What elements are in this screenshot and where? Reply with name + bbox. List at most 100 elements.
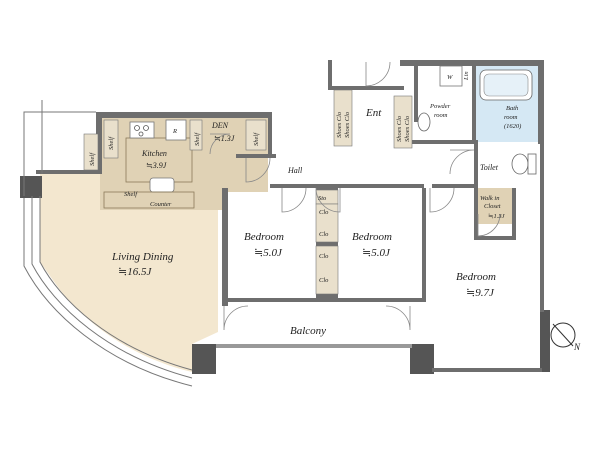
balcony-label: Balcony — [290, 325, 326, 337]
entrance-label: Ent — [365, 107, 382, 119]
door-swing — [365, 61, 391, 87]
toilet-bowl — [511, 153, 529, 175]
refrigerator-label: R — [172, 128, 177, 135]
kitchen-label: Kitchen — [141, 149, 167, 158]
window-curve — [23, 198, 193, 387]
bedroom-1-size: ≒5.0J — [254, 247, 283, 259]
closet-label: Clo — [319, 209, 329, 216]
balcony-floor — [222, 302, 412, 348]
bedroom-3-label: Bedroom — [456, 271, 496, 283]
shelf-label: Shelf — [89, 152, 96, 166]
wall — [236, 154, 276, 158]
bath-room-label-line1: Bath — [506, 105, 518, 112]
wall — [474, 236, 514, 240]
bedroom-2-floor — [338, 192, 422, 300]
wall — [432, 368, 542, 372]
door-swing — [449, 149, 475, 175]
powder-sink — [417, 112, 431, 132]
shoe-closet — [393, 95, 413, 149]
storage-label: Sto — [318, 195, 327, 202]
door-swing — [281, 187, 307, 213]
closet-label: Clo — [319, 253, 329, 260]
walkin-closet-floor — [476, 188, 514, 224]
wall — [222, 188, 228, 306]
shelf-label: Shelf — [194, 132, 201, 146]
walkin-closet-label: Walk in Closet — [480, 195, 501, 210]
door-swing — [223, 305, 249, 331]
walkin-closet-label-line2: Closet — [484, 203, 501, 210]
living-dining-floor — [40, 172, 218, 372]
bath-room-label-line3: (1620) — [504, 123, 521, 130]
closet-label: Clo — [319, 277, 329, 284]
wall — [270, 184, 424, 188]
door-swing — [477, 213, 501, 237]
bedroom-3-floor — [424, 190, 540, 372]
washer — [439, 65, 463, 87]
bathtub-inner — [483, 73, 529, 97]
burner — [138, 131, 144, 137]
shelf-unit — [189, 119, 203, 151]
bedroom-1-floor — [228, 192, 316, 300]
wall — [540, 140, 544, 312]
bedroom-2-size: ≒5.0J — [362, 247, 391, 259]
powder-room-label-line1: Powder — [429, 103, 451, 110]
wall — [36, 170, 102, 174]
wall — [400, 60, 544, 66]
door-swing — [429, 187, 455, 213]
bath-room-label-line2: room — [504, 114, 518, 121]
shelf-unit — [245, 119, 267, 151]
compass — [550, 322, 576, 348]
living-dining-label: Living Dining — [111, 251, 174, 263]
shelf-unit — [103, 119, 119, 159]
window-curve — [39, 196, 193, 371]
wall — [402, 140, 476, 144]
walkin-closet-label-line1: Walk in — [480, 195, 499, 202]
wall — [432, 184, 476, 188]
shoes-closet-label: Shoes Clo — [344, 111, 351, 138]
column — [410, 344, 434, 374]
bedroom-2-label: Bedroom — [352, 231, 392, 243]
kitchen-sink — [149, 177, 175, 193]
shoes-closet-label: Shoes Clo — [336, 111, 343, 138]
linen-label: Lin — [463, 71, 470, 81]
kitchen-size: ≒3.9J — [146, 161, 167, 170]
bath-room-label: Bath room (1620) — [504, 105, 521, 130]
wall — [96, 112, 102, 174]
wall — [330, 86, 404, 90]
column — [20, 176, 42, 198]
wall — [474, 140, 478, 240]
den-label: DEN — [211, 121, 229, 130]
counter — [103, 191, 195, 209]
fridge — [165, 119, 187, 141]
wall — [328, 60, 332, 90]
shelf-unit — [83, 133, 99, 171]
wall — [422, 188, 426, 302]
closet — [315, 245, 339, 295]
shoes-closet-label: Shoes Clo — [404, 115, 411, 142]
door-swing — [315, 187, 341, 213]
toilet-label: Toilet — [480, 163, 499, 172]
closet — [315, 203, 339, 243]
door-swing — [385, 305, 411, 331]
shelf-label: Shelf — [253, 132, 260, 146]
walkin-closet-size: ≒1.3J — [488, 213, 506, 220]
wall — [538, 60, 544, 144]
window-outer — [23, 111, 96, 196]
counter-label: Counter — [150, 201, 172, 208]
burner — [143, 125, 149, 131]
wall — [512, 188, 516, 240]
wall — [268, 118, 272, 154]
column — [540, 310, 550, 372]
compass-north-label: N — [573, 342, 581, 352]
window-curve — [31, 196, 193, 379]
wall — [414, 64, 418, 122]
toilet-tank — [527, 153, 537, 175]
powder-room-label: Powder room — [429, 103, 452, 119]
wall — [222, 298, 426, 302]
shoes-closet-label: Shoes Clo — [396, 115, 403, 142]
door-swing — [209, 133, 231, 155]
burner — [134, 125, 140, 131]
hall-label: Hall — [287, 166, 303, 175]
bedroom-1-label: Bedroom — [244, 231, 284, 243]
